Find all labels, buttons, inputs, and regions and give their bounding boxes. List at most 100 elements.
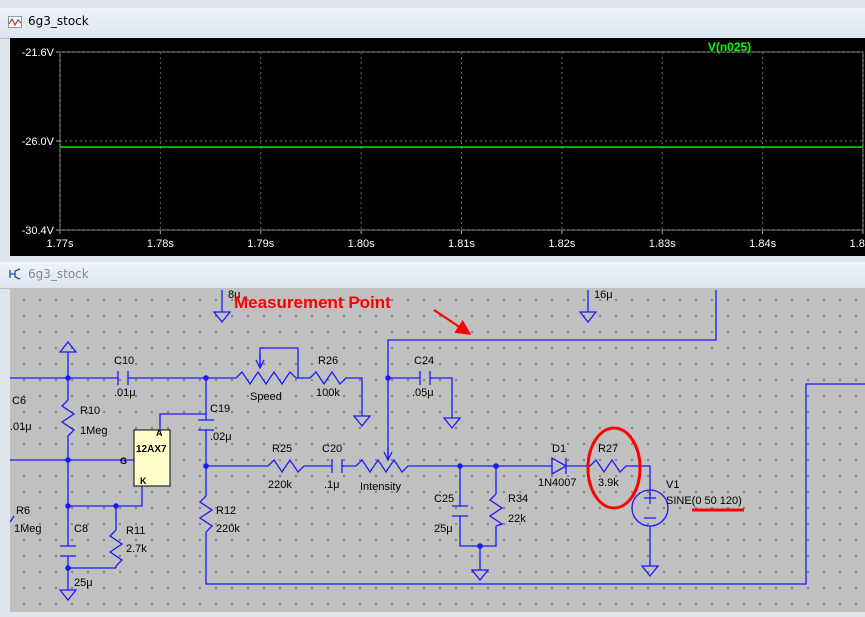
- x-tick-label: 1.77s: [47, 238, 74, 250]
- x-tick-label: 1.81s: [448, 238, 475, 250]
- c8-symbol: [60, 545, 76, 557]
- label-r11: R11: [126, 525, 145, 537]
- ground-symbol: [578, 311, 598, 324]
- label-speed: Speed: [250, 391, 282, 403]
- label-c20: C20: [322, 443, 342, 455]
- label-r26-val: 100k: [316, 387, 340, 399]
- x-tick-label: 1.82s: [548, 238, 575, 250]
- vcc-symbol: [58, 340, 78, 353]
- junction: [113, 503, 119, 509]
- y-tick-label: -26.0V: [22, 136, 55, 148]
- label-tube: 12AX7: [136, 444, 167, 455]
- speed-wiper: [255, 354, 265, 370]
- wire: [159, 413, 206, 438]
- x-tick-label: 1.84s: [749, 238, 776, 250]
- intensity-pot: [342, 458, 552, 474]
- r6-symbol: [9, 515, 15, 523]
- trace-label: V(n025): [708, 40, 751, 54]
- label-r6: R6: [16, 505, 30, 517]
- x-tick-label: 1.79s: [247, 238, 274, 250]
- d1-symbol: [551, 456, 568, 476]
- wire: [459, 516, 497, 547]
- schematic-window-icon: [9, 268, 21, 280]
- waveform-window-icon: [8, 16, 22, 28]
- wire: [67, 460, 117, 530]
- v1-polarity: [644, 492, 656, 519]
- r25-symbol: [267, 458, 332, 474]
- label-r12-val: 220k: [216, 523, 240, 535]
- junction: [203, 375, 209, 381]
- label-top-right: 16μ: [594, 289, 613, 301]
- label-c10-val: .01μ: [114, 387, 136, 399]
- schematic-titlebar[interactable]: 6g3_stock: [0, 262, 865, 289]
- label-r25-val: 220k: [268, 479, 292, 491]
- measurement-point-arrow: [433, 309, 472, 335]
- junction: [65, 503, 71, 509]
- c10-symbol: [117, 371, 129, 385]
- junction: [65, 457, 71, 463]
- label-c24-val: .05μ: [412, 387, 434, 399]
- y-tick-label: -30.4V: [22, 225, 55, 237]
- label-pin-a: A: [156, 428, 163, 438]
- y-tick-label: -21.6V: [22, 47, 55, 59]
- tube-12ax7[interactable]: [133, 429, 171, 487]
- label-c19: C19: [210, 403, 230, 415]
- junction: [493, 463, 499, 469]
- ground-symbol: [470, 569, 490, 582]
- label-c8-val: 25μ: [74, 577, 93, 589]
- x-tick-label: 1.85s: [850, 238, 865, 250]
- wire: [387, 290, 717, 458]
- label-r10: R10: [80, 405, 100, 417]
- x-tick-label: 1.83s: [649, 238, 676, 250]
- label-r6-val: 1Meg: [14, 523, 42, 535]
- waveform-title: 6g3_stock: [28, 14, 89, 28]
- c25-symbol: [452, 505, 468, 517]
- schematic-drawing[interactable]: 8μ 16μ C6 .01μ C10 .01μ R10 1Meg R6 1Meg…: [9, 288, 865, 612]
- label-r27-val: 3.9k: [598, 477, 619, 489]
- r26-symbol: [309, 370, 363, 416]
- junction: [457, 463, 463, 469]
- label-r12: R12: [216, 505, 236, 517]
- ground-symbol: [640, 565, 660, 578]
- label-pin-g: G: [120, 456, 127, 466]
- junction: [385, 375, 391, 381]
- label-d1-val: 1N4007: [538, 477, 577, 489]
- label-r34: R34: [508, 493, 528, 505]
- wire: [430, 377, 453, 418]
- label-r26: R26: [318, 355, 338, 367]
- junction: [477, 543, 483, 549]
- x-tick-label: 1.80s: [348, 238, 375, 250]
- r27-symbol: [589, 458, 651, 496]
- label-d1: D1: [552, 443, 566, 455]
- ground-symbol: [352, 415, 372, 428]
- c20-symbol: [331, 459, 343, 473]
- label-c6: C6: [12, 395, 26, 407]
- waveform-titlebar[interactable]: 6g3_stock: [0, 8, 865, 39]
- schematic-canvas[interactable]: 8μ 16μ C6 .01μ C10 .01μ R10 1Meg R6 1Meg…: [9, 288, 865, 612]
- intensity-wiper: [383, 448, 393, 462]
- junction: [203, 463, 209, 469]
- label-c20-val: .1μ: [324, 479, 340, 491]
- ground-symbol: [58, 589, 78, 602]
- label-c25: C25: [434, 493, 454, 505]
- label-v1: V1: [666, 479, 679, 491]
- c19-symbol: [198, 419, 214, 431]
- label-r25: R25: [272, 443, 292, 455]
- label-c25-val: 25μ: [434, 523, 453, 535]
- ground-symbol: [212, 311, 232, 324]
- r27-highlight-circle: [586, 426, 642, 510]
- schematic-window[interactable]: 6g3_stock: [0, 262, 865, 612]
- junction: [65, 375, 71, 381]
- label-r34-val: 22k: [508, 513, 526, 525]
- c24-symbol: [419, 371, 431, 385]
- wire: [116, 486, 143, 507]
- label-r11-val: 2.7k: [126, 543, 147, 555]
- r12-symbol: [198, 383, 865, 585]
- label-c6-val: .01μ: [10, 421, 32, 433]
- label-pin-k: K: [140, 476, 147, 486]
- junction: [65, 565, 71, 571]
- label-r10-val: 1Meg: [80, 425, 108, 437]
